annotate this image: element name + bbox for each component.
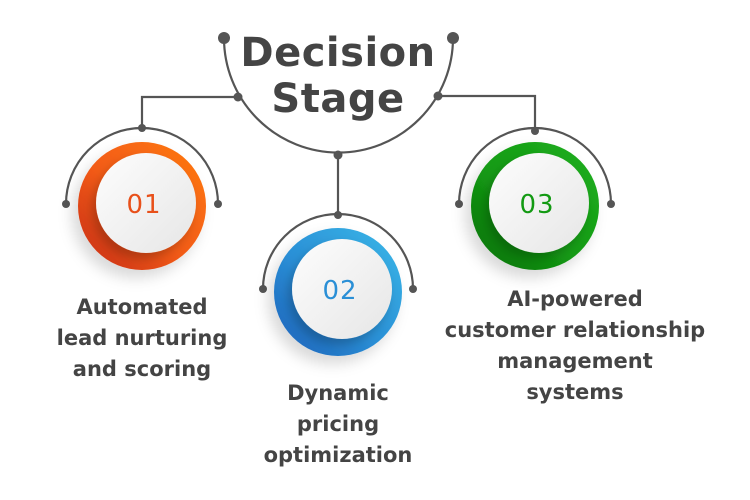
connector-dots bbox=[62, 32, 615, 293]
step-03-number: 03 bbox=[519, 190, 555, 220]
step-03-badge bbox=[471, 142, 599, 270]
title-line-1: Decision bbox=[240, 30, 436, 76]
step-01-label: Automated lead nurturing and scoring bbox=[56, 295, 228, 381]
step-03-label: AI-powered customer relationship managem… bbox=[444, 287, 706, 404]
connector-03 bbox=[438, 94, 537, 131]
title-line-2: Stage bbox=[271, 76, 405, 122]
connector-01 bbox=[140, 95, 238, 128]
step-02-label: Dynamic pricing optimization bbox=[263, 381, 413, 467]
step-01-badge bbox=[78, 142, 206, 270]
step-02-number: 02 bbox=[322, 276, 358, 306]
step-01-number: 01 bbox=[126, 190, 162, 220]
step-02-badge bbox=[274, 228, 402, 356]
